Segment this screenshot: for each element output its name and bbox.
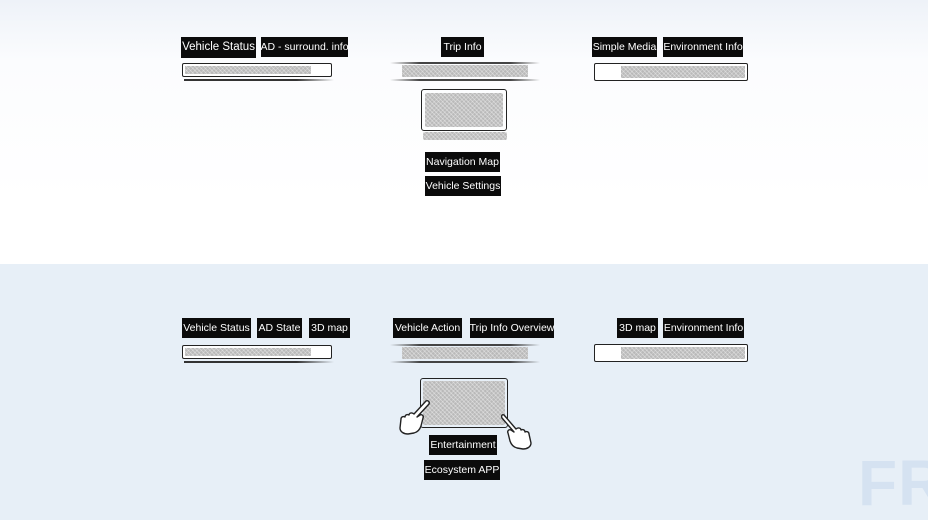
center-display-bar [390,62,540,81]
center-touch-screen [420,378,508,428]
pointing-hand-icon [500,414,532,450]
center-display-bar-2 [390,344,540,363]
label-environment-info-2: Environment Info [663,318,744,338]
label-vehicle-status-2: Vehicle Status [182,318,251,338]
label-entertainment: Entertainment [429,435,497,455]
left-display-bar-2 [182,345,332,359]
label-ad-surround-info: AD - surround. info [260,37,349,57]
label-3d-map-right: 3D map [617,318,658,338]
right-display-bar-2 [594,344,748,362]
label-ecosystem-app: Ecosystem APP [424,460,500,480]
right-display-bar [594,63,748,81]
left-display-shadow-2 [184,361,334,363]
label-navigation-map: Navigation Map [425,152,500,172]
left-display-bar [182,63,332,77]
label-trip-info: Trip Info [441,37,484,57]
label-environment-info: Environment Info [663,37,743,57]
label-ad-state: AD State [257,318,302,338]
label-vehicle-settings: Vehicle Settings [425,176,501,196]
left-display-shadow [184,79,334,81]
watermark-text: FR [858,447,928,519]
center-screen-base [423,132,507,140]
label-vehicle-status: Vehicle Status [181,37,256,58]
label-trip-info-overview: Trip Info Overview [470,318,554,338]
label-3d-map-left: 3D map [309,318,350,338]
label-vehicle-action: Vehicle Action [393,318,462,338]
label-simple-media: Simple Media [592,37,657,57]
center-screen [421,89,507,131]
pointing-hand-icon [399,400,430,435]
